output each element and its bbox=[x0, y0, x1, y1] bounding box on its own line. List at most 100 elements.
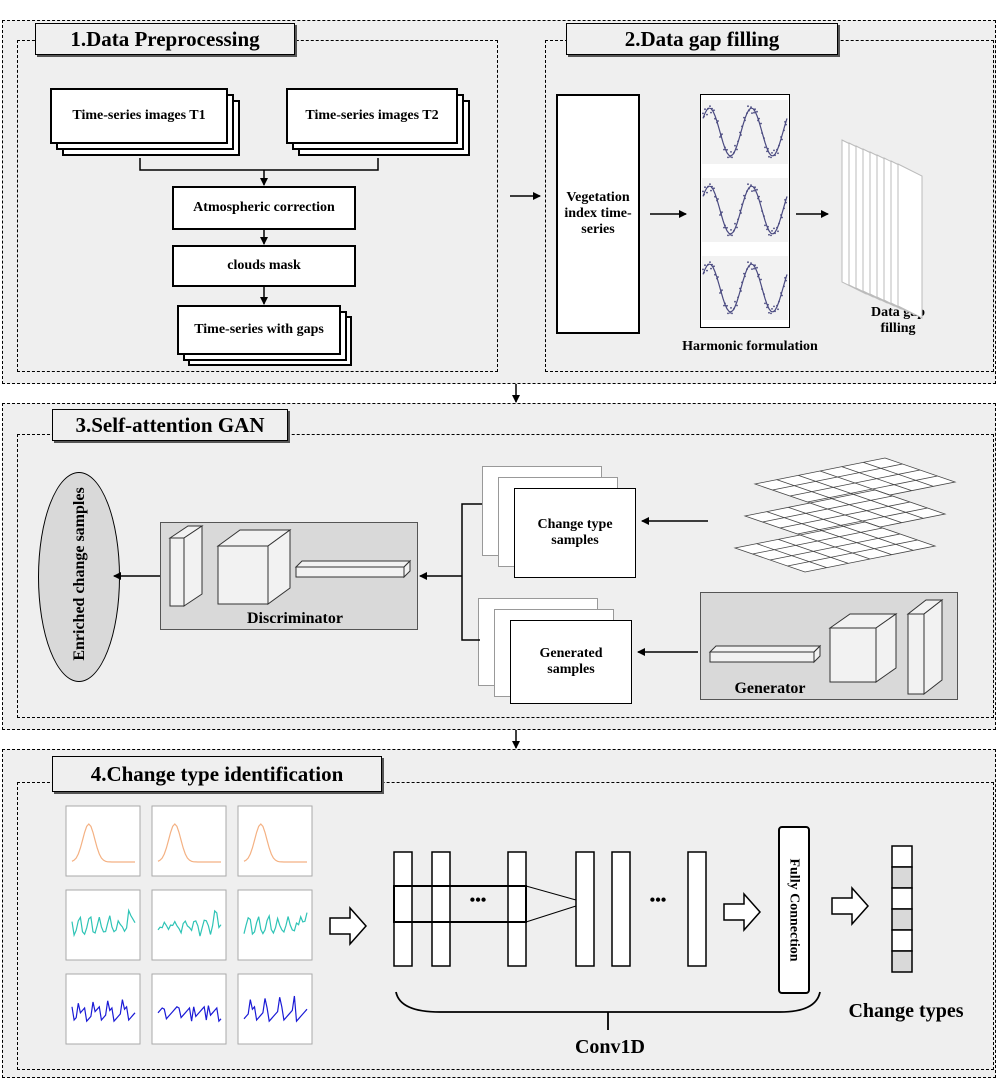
harmonic-point bbox=[724, 302, 726, 305]
harmonic-point bbox=[737, 140, 739, 143]
harmonic-point bbox=[709, 183, 711, 186]
harmonic-point bbox=[744, 197, 746, 200]
harmonic-point bbox=[716, 121, 718, 124]
harmonic-point bbox=[746, 268, 748, 271]
harmonic-point bbox=[740, 212, 742, 214]
harmonic-point bbox=[766, 228, 768, 231]
harmonic-point bbox=[714, 195, 716, 198]
harmonic-point bbox=[777, 230, 779, 233]
harmonic-point bbox=[726, 226, 728, 229]
change-types-label: Change types bbox=[848, 1000, 964, 1022]
harmonic-point bbox=[736, 148, 738, 151]
harmonic-point bbox=[767, 147, 769, 150]
harmonic-point bbox=[731, 156, 733, 159]
curve-panel bbox=[237, 889, 313, 961]
curve-line bbox=[157, 823, 221, 863]
stage4-frame bbox=[17, 782, 994, 1070]
harmonic-point bbox=[741, 203, 743, 206]
harmonic-point bbox=[771, 308, 773, 310]
harmonic-point bbox=[747, 183, 749, 186]
harmonic-point bbox=[706, 191, 708, 194]
harmonic-point bbox=[731, 312, 733, 315]
harmonic-point bbox=[703, 193, 705, 196]
harmonic-curve bbox=[702, 185, 788, 235]
curve-panel bbox=[151, 805, 227, 877]
curve-line bbox=[71, 823, 135, 863]
harmonic-point bbox=[780, 214, 782, 216]
harmonic-point bbox=[757, 275, 759, 278]
curve-line bbox=[157, 909, 222, 937]
harmonic-point bbox=[770, 234, 772, 237]
harmonic-point bbox=[709, 105, 711, 107]
grid-plane bbox=[743, 489, 947, 541]
harmonic-point bbox=[773, 227, 775, 230]
enriched-ellipse bbox=[38, 472, 120, 682]
harmonic-point bbox=[776, 304, 778, 307]
harmonic-point bbox=[744, 119, 746, 122]
grid-line bbox=[821, 530, 892, 556]
images-t1-box: Time-series images T1 bbox=[50, 88, 228, 144]
harmonic-point bbox=[719, 292, 721, 294]
harmonic-point bbox=[736, 226, 738, 229]
grid-line bbox=[841, 466, 912, 492]
harmonic-point bbox=[783, 129, 785, 132]
harmonic-point bbox=[707, 107, 709, 110]
harmonic-point bbox=[777, 152, 779, 155]
harmonic-point bbox=[726, 148, 728, 151]
harmonic-point bbox=[764, 302, 766, 305]
harmonic-point bbox=[723, 148, 725, 151]
conv1d-label: Conv1D bbox=[574, 1036, 645, 1058]
harmonic-point bbox=[703, 115, 705, 118]
discriminator-label: Discriminator bbox=[247, 610, 343, 627]
ellipsis-2: ••• bbox=[649, 892, 667, 909]
conv1d-brace bbox=[395, 991, 821, 1030]
curve-line bbox=[71, 908, 136, 938]
harmonic-point bbox=[774, 232, 776, 235]
grid-line bbox=[756, 543, 827, 569]
harmonic-point bbox=[739, 131, 741, 134]
harmonic-point bbox=[757, 197, 759, 200]
output-vector bbox=[891, 845, 913, 973]
harmonic-point bbox=[751, 112, 753, 114]
harmonic-point bbox=[733, 307, 735, 310]
harmonic-label: Harmonic formulation bbox=[682, 339, 818, 354]
harmonic-point bbox=[737, 296, 739, 299]
harmonic-point bbox=[740, 290, 742, 292]
grid-line bbox=[853, 493, 924, 519]
harmonic-point bbox=[776, 148, 778, 151]
harmonic-point bbox=[767, 225, 769, 228]
harmonic-point bbox=[729, 234, 731, 236]
harmonic-point bbox=[783, 285, 785, 288]
harmonic-stripe bbox=[702, 100, 788, 164]
harmonic-point bbox=[731, 234, 733, 237]
harmonic-point bbox=[707, 263, 709, 266]
grid-line bbox=[843, 525, 914, 551]
harmonic-curve bbox=[702, 263, 788, 313]
harmonic-point bbox=[729, 312, 731, 314]
harmonic-point bbox=[781, 294, 783, 297]
harmonic-point bbox=[729, 156, 731, 158]
harmonic-point bbox=[711, 263, 713, 266]
harmonic-point bbox=[713, 265, 715, 268]
stage4-title: 4.Change type identification bbox=[52, 756, 382, 792]
harmonic-point bbox=[720, 134, 722, 137]
harmonic-point bbox=[740, 134, 742, 136]
harmonic-point bbox=[770, 156, 772, 159]
harmonic-point bbox=[780, 292, 782, 294]
harmonic-point bbox=[704, 264, 706, 267]
harmonic-point bbox=[747, 105, 749, 108]
harmonic-point bbox=[710, 189, 712, 192]
harmonic-point bbox=[719, 214, 721, 216]
harmonic-point bbox=[785, 279, 787, 282]
harmonic-point bbox=[778, 222, 780, 225]
harmonic-point bbox=[761, 132, 763, 134]
change-type-samples-box: Change type samples bbox=[514, 488, 636, 578]
harmonic-point bbox=[720, 290, 722, 293]
harmonic-point bbox=[730, 229, 732, 231]
discriminator-blocks bbox=[168, 525, 412, 607]
harmonic-point bbox=[714, 273, 716, 276]
harmonic-point bbox=[763, 215, 765, 218]
harmonic-point bbox=[764, 146, 766, 149]
harmonic-point bbox=[754, 108, 756, 111]
harmonic-point bbox=[774, 154, 776, 157]
